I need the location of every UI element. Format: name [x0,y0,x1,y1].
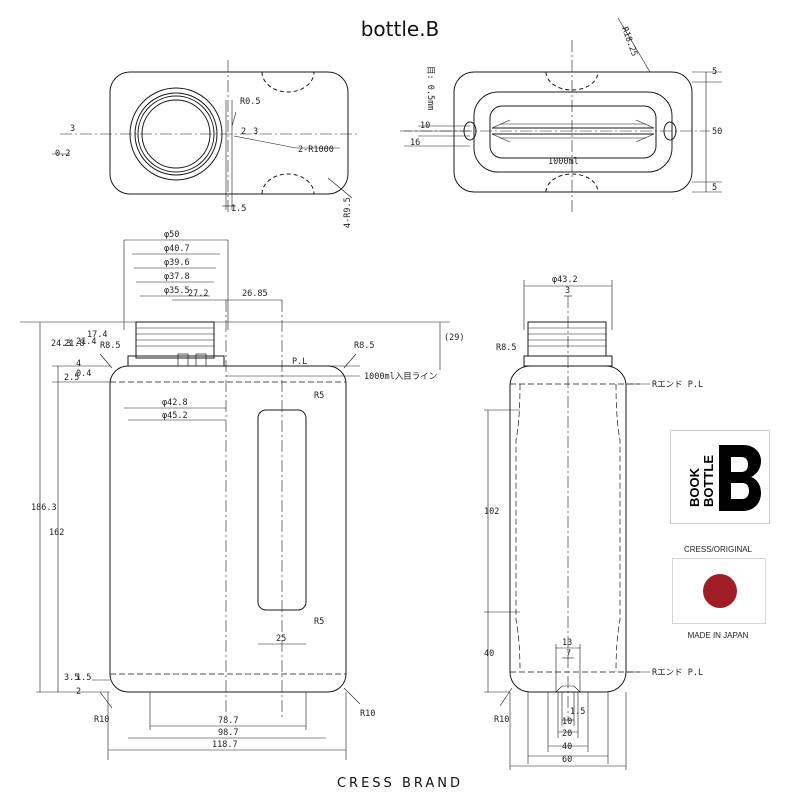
dim-label: 5 [712,67,717,77]
dim-label: 3 [565,286,570,296]
dim-label: 2 [241,127,246,137]
dim-label: 16 [410,138,420,148]
japan-flag-icon [672,558,766,624]
dim-label: 102 [484,507,499,517]
dim-label: φ39.6 [164,258,190,268]
dim-label: 1.5 [570,707,585,717]
dim-label: R10 [94,715,109,725]
side-neck-outline [527,321,607,357]
dim-label: R8.5 [100,341,120,351]
dim-label: 7 [566,649,571,659]
dim-label: 24.3 [51,339,71,349]
flag-sun [703,574,737,608]
dim-label: R10 [494,715,509,725]
dim-label: 60 [562,755,572,765]
dim-label: R0.5 [240,97,260,107]
dim-label: 98.7 [218,728,238,738]
logo-line1: BOOK [687,468,702,507]
dim-label: 3 [253,127,258,137]
dim-label: 78.7 [218,716,238,726]
dim-label: P.L [292,357,307,367]
dim-label: φ40.7 [164,244,190,254]
dim-label: 2.5 [64,373,79,383]
label-panel-inner [489,105,657,159]
dim-label: R5 [314,391,324,401]
dim-label: R8.5 [496,343,516,353]
dim-label: 50 [712,127,722,137]
dim-label: Rエンド P.L [652,668,703,678]
top-view-left [52,60,360,212]
dim-label: 1000ml [548,157,579,167]
book-bottle-logo: BOOK BOTTLE [670,430,770,524]
label-panel-outer [473,91,673,173]
top-view-right [400,17,722,212]
dim-label: 27.2 [188,289,208,299]
top-view-right-outline [453,71,693,193]
dim-label: 40 [484,649,494,659]
top-view-outline [109,71,349,195]
dim-label: 0.2 [55,149,70,159]
dim-label: 17.4 [87,330,107,340]
dim-label: 3.5 [64,673,79,683]
dim-label: 5 [712,183,717,193]
dim-label: R5 [314,617,324,627]
neck-ring-inner [137,95,215,173]
handle-recess-bottom [261,173,315,195]
dim-label: 21.4 [76,337,96,347]
front-view [20,239,450,760]
origin-caption-bottom: MADE IN JAPAN [687,631,749,640]
dim-label: 2-R1000 [298,145,334,155]
logo-line2: BOTTLE [701,455,716,507]
dim-label: 26.85 [242,289,268,299]
dim-label: 0.4 [76,369,91,379]
dim-label: φ35.5 [164,286,190,296]
dim-label: 1000ml入目ライン [364,372,437,382]
dim-label: 162 [49,528,64,538]
logo-wordmark: BOOK BOTTLE [687,443,717,513]
dim-label: 2 [76,687,81,697]
dim-label: φ45.2 [162,411,188,421]
dim-label: 186.3 [31,503,57,513]
dimension-labels: R0.5 2 3 3 0.2 2-R1000 1.5 4-R9.5 R18.25… [31,26,722,765]
dim-label: 21.8 [64,339,84,349]
dim-label: φ42.8 [162,398,188,408]
bottle-body [109,365,347,693]
dim-label: Rエンド P.L [652,380,703,390]
dim-label: R8.5 [354,341,374,351]
dim-label: 118.7 [212,740,238,750]
dim-label: R10 [360,709,375,719]
dim-label: φ43.2 [552,275,578,285]
dim-label: 4-R9.5 [343,197,353,228]
side-view [484,280,650,770]
origin-caption-top: CRESS/ORIGINAL [683,545,752,554]
dim-label: (29) [444,333,464,343]
brand-footer: CRESS BRAND [336,776,463,791]
dim-label: 25 [276,634,286,644]
dim-label: 13 [562,638,572,648]
dim-label: 40 [562,742,572,752]
dim-label: 4 [76,359,81,369]
dim-label: φ50 [164,230,179,240]
dim-label: 10 [562,717,572,727]
dim-label: 10 [420,121,430,131]
dim-label: 20 [562,729,572,739]
dim-label: 目: 0.5mm [425,66,435,110]
handle-recess-top [261,71,315,93]
dim-label: φ37.8 [164,272,190,282]
page-title: bottle.B [360,17,440,41]
dim-label: 1.5 [76,673,91,683]
dim-label: 3 [70,124,75,134]
logo-b-icon [719,445,761,511]
dim-label: 1.5 [231,204,246,214]
